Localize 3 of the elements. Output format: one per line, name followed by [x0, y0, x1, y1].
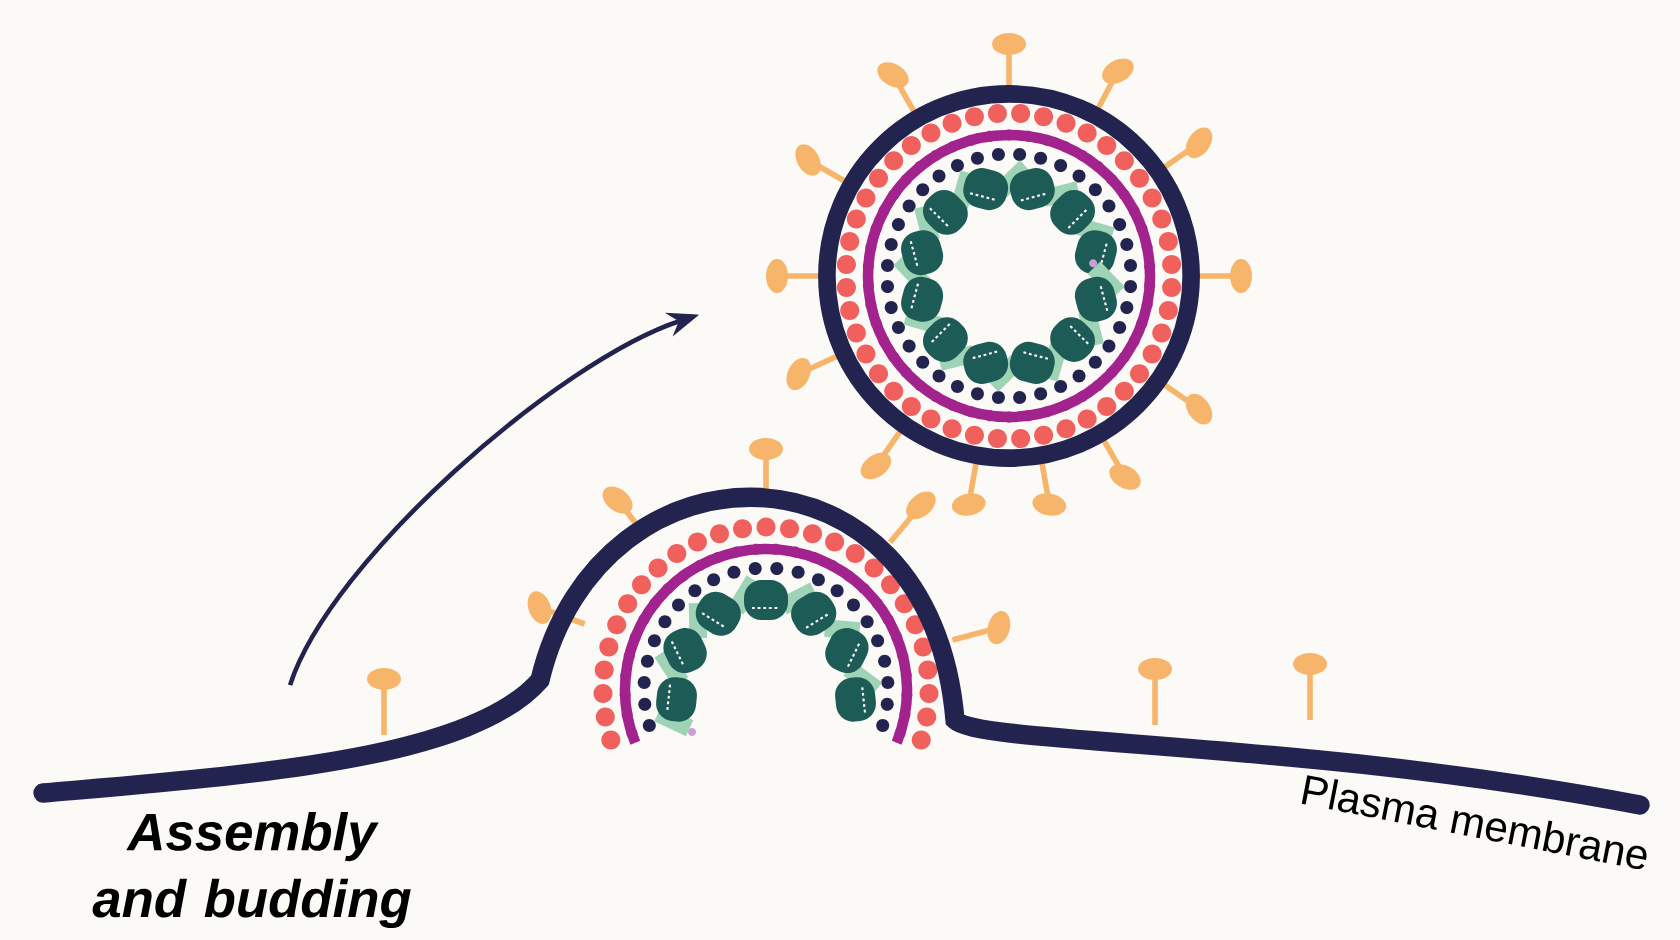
- membrane-label: Plasma membrane: [1301, 775, 1647, 870]
- virion-envelope: [818, 85, 1200, 467]
- step-title: Assembly and budding: [92, 812, 411, 928]
